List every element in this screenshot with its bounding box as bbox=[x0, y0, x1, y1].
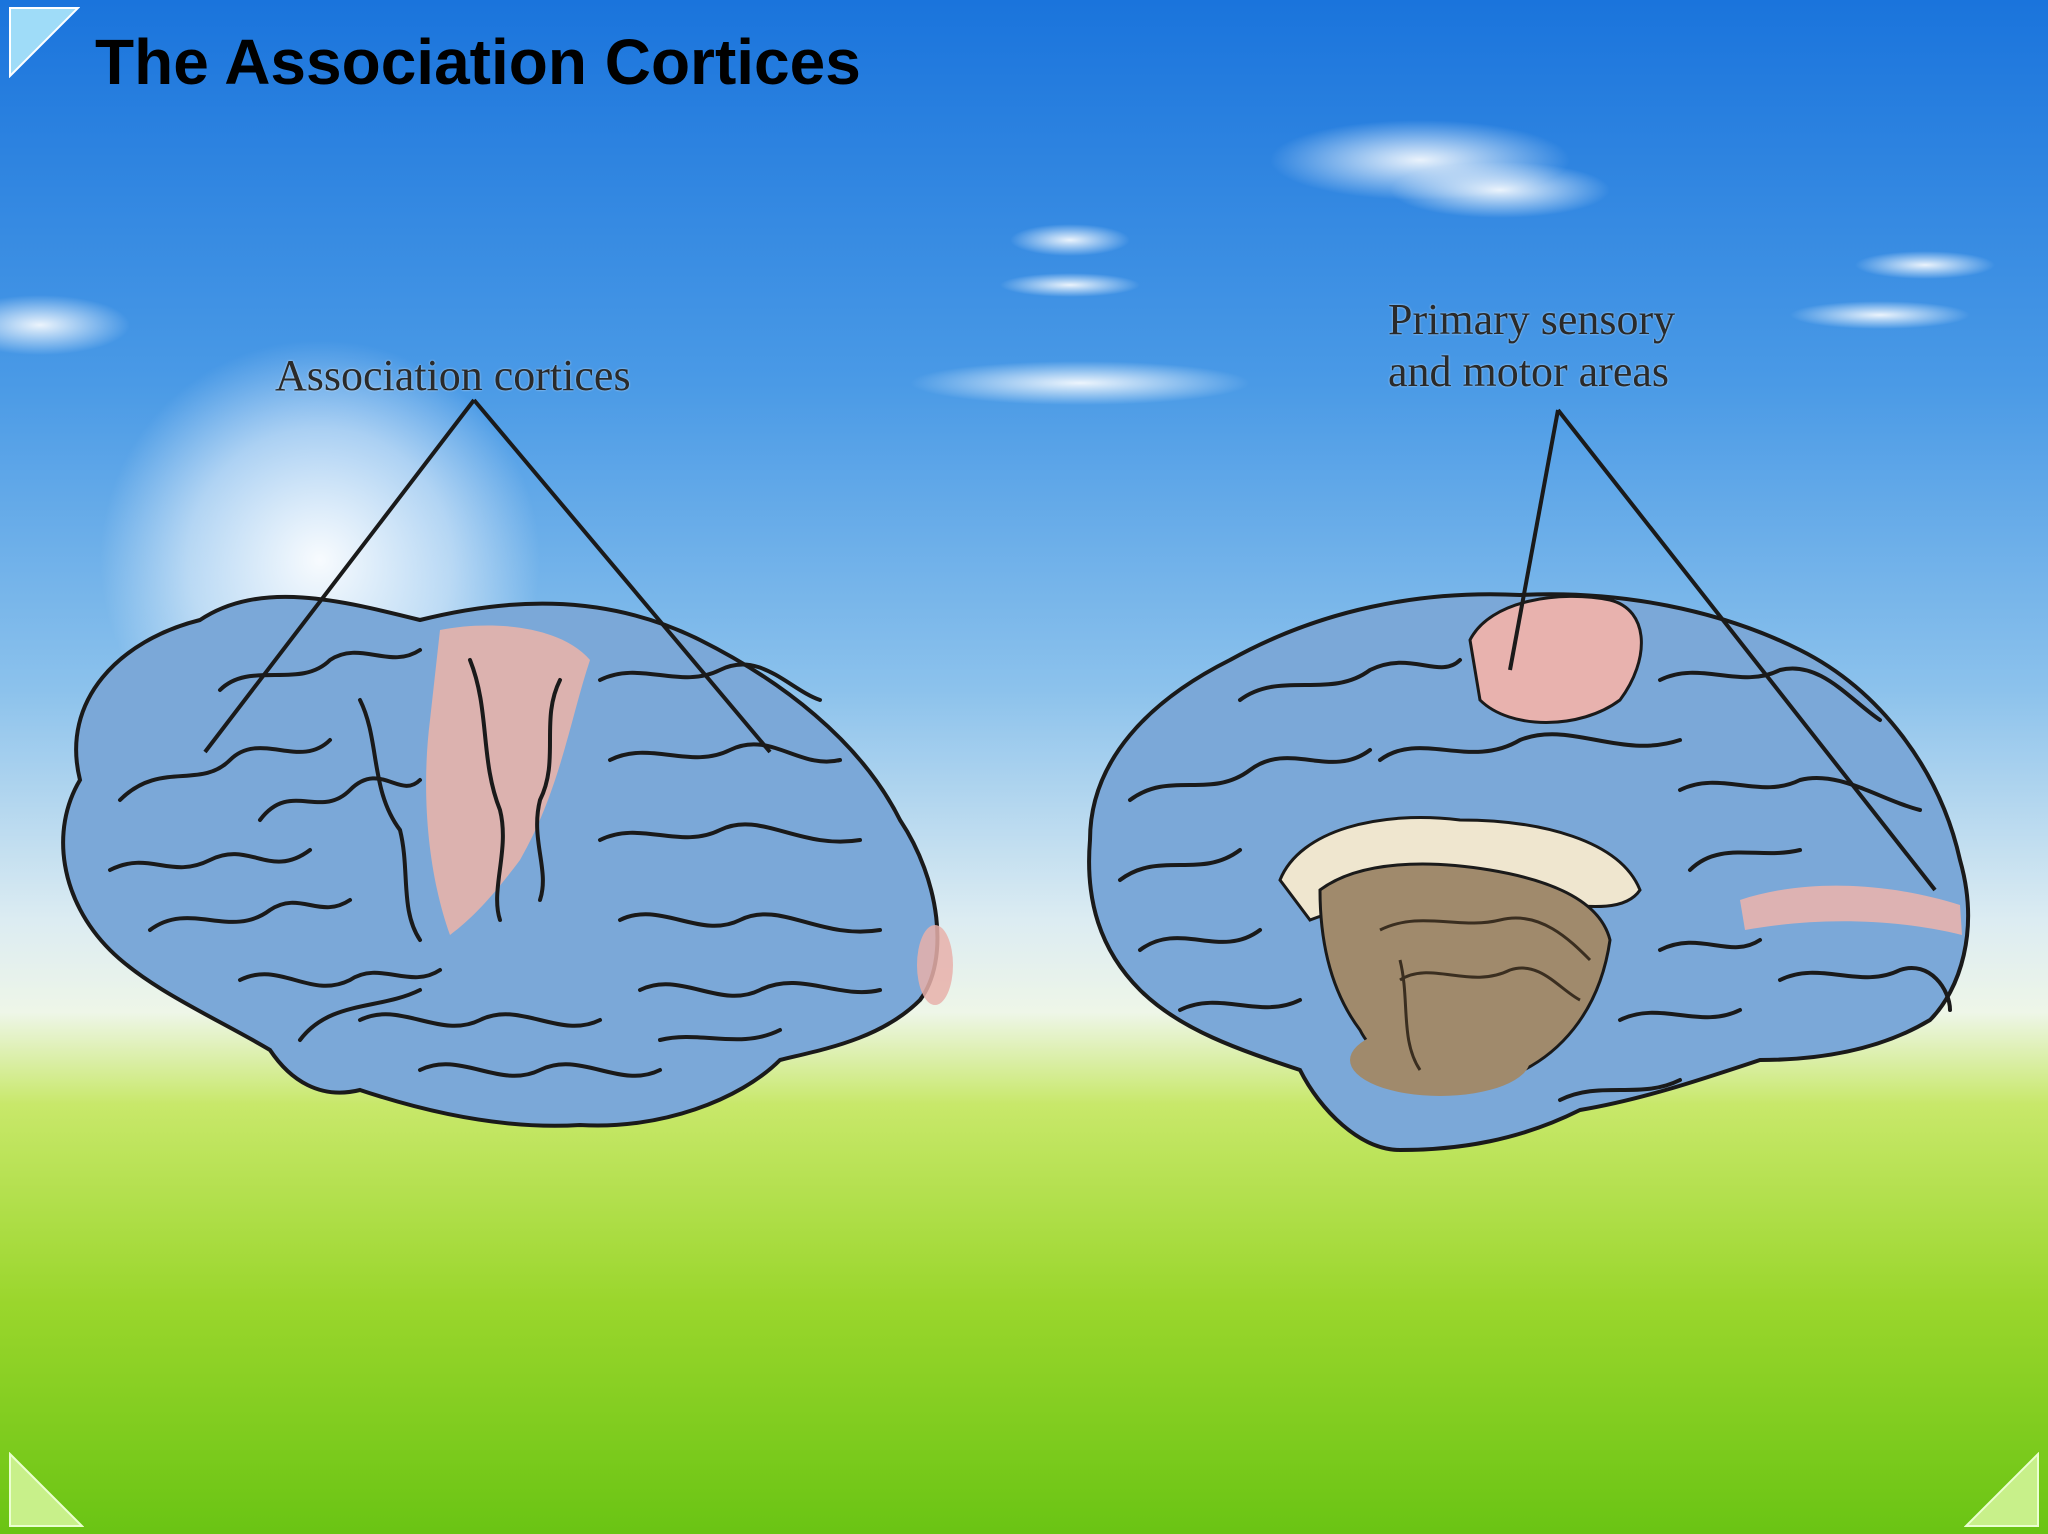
association-cortices-label: Association cortices bbox=[275, 351, 631, 400]
primary-areas-label-line1: Primary sensory bbox=[1388, 295, 1676, 344]
corner-triangle-bottom-right bbox=[1964, 1452, 2039, 1527]
primary-areas-label: Primary sensory and motor areas bbox=[1388, 294, 1675, 398]
brain-lateral-shape bbox=[61, 398, 953, 1128]
corner-triangle-bottom-left bbox=[9, 1452, 84, 1527]
brain-medial-view bbox=[1087, 408, 1971, 1153]
slide-title: The Association Cortices bbox=[95, 26, 861, 98]
primary-areas-label-line2: and motor areas bbox=[1388, 347, 1669, 396]
corner-triangle-top-left bbox=[9, 7, 80, 78]
